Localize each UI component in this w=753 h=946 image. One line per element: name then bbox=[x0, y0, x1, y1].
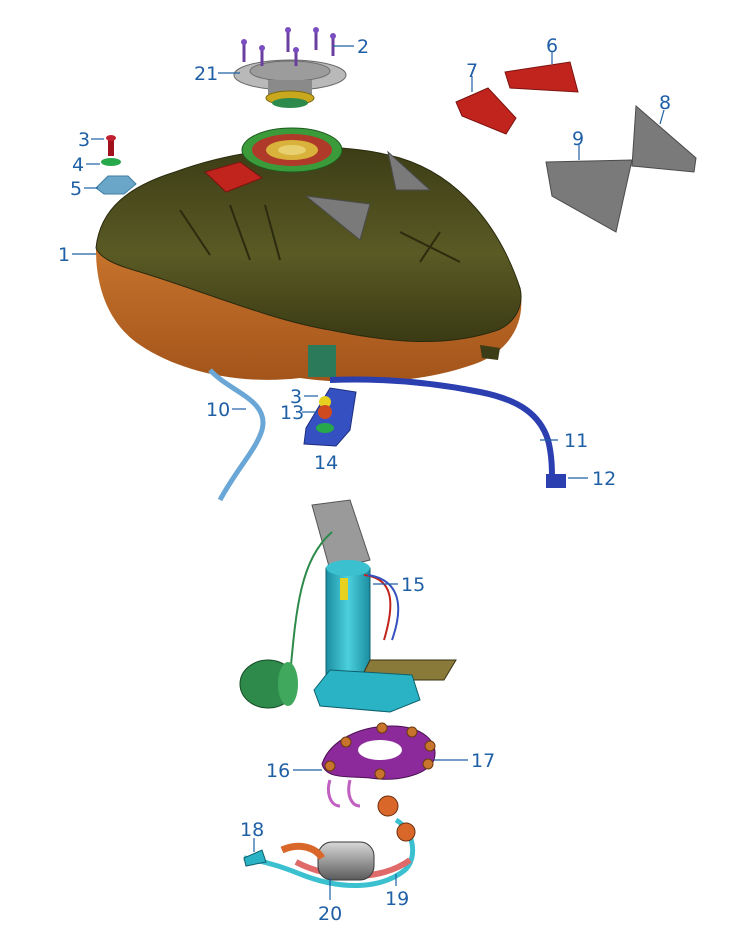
fuel-pump-module bbox=[239, 499, 457, 713]
callout-11: 11 bbox=[564, 430, 588, 452]
mount-bolt-stack bbox=[95, 135, 137, 195]
callout-17: 17 bbox=[471, 750, 495, 772]
fuel-cap-assembly bbox=[233, 27, 347, 108]
callout-3-top: 3 bbox=[78, 129, 90, 151]
callout-14: 14 bbox=[314, 452, 338, 474]
callout-2: 2 bbox=[357, 36, 369, 58]
lower-bracket bbox=[303, 387, 357, 447]
callout-12: 12 bbox=[592, 468, 616, 490]
callout-4: 4 bbox=[72, 154, 84, 176]
pump-gasket bbox=[321, 722, 436, 808]
fuel-filter-assembly bbox=[243, 795, 416, 889]
callout-16: 16 bbox=[266, 760, 290, 782]
vent-hose bbox=[208, 368, 266, 502]
callout-3-lower: 3 bbox=[290, 386, 302, 408]
callout-19: 19 bbox=[385, 888, 409, 910]
callout-15: 15 bbox=[401, 574, 425, 596]
callout-labels: 1 2 3 3 4 5 6 7 8 9 10 11 12 13 14 15 16… bbox=[58, 35, 671, 925]
drain-hose bbox=[329, 376, 566, 488]
leader-lines bbox=[72, 45, 665, 900]
callout-10: 10 bbox=[206, 399, 230, 421]
callout-9: 9 bbox=[572, 128, 584, 150]
callout-7: 7 bbox=[466, 60, 478, 82]
callout-8: 8 bbox=[659, 92, 671, 114]
callout-18: 18 bbox=[240, 819, 264, 841]
knee-pads bbox=[455, 61, 697, 233]
callout-20: 20 bbox=[318, 903, 342, 925]
callout-21: 21 bbox=[194, 63, 218, 85]
callout-5: 5 bbox=[70, 178, 82, 200]
fuel-tank bbox=[95, 127, 522, 383]
callout-13: 13 bbox=[280, 402, 304, 424]
callout-6: 6 bbox=[546, 35, 558, 57]
callout-1: 1 bbox=[58, 244, 70, 266]
